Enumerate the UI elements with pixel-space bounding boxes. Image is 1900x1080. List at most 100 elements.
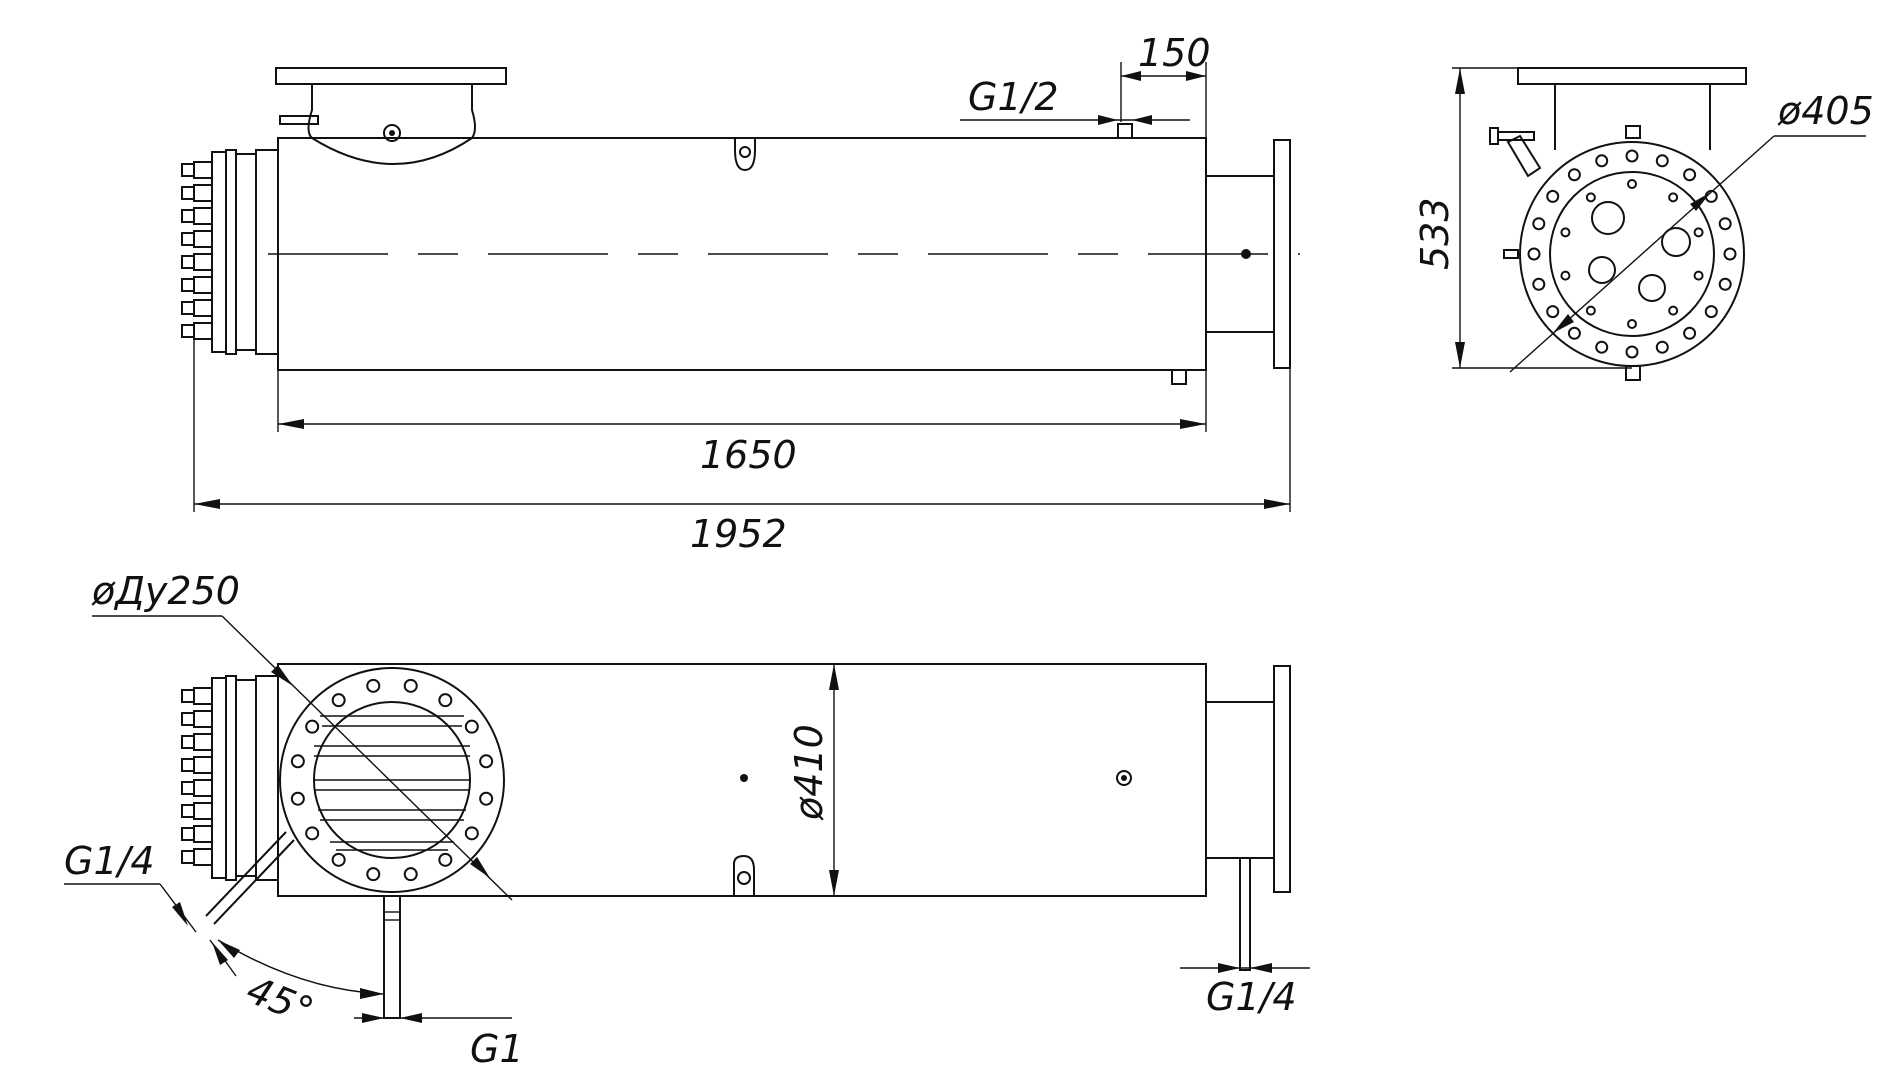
front-inlet-flange xyxy=(275,67,507,85)
lamp-pin xyxy=(181,827,195,841)
lamp-socket xyxy=(193,230,213,248)
dim-533-label: 533 xyxy=(1413,197,1457,270)
top-inlet-lamps xyxy=(314,715,470,851)
dim-410: ø410 xyxy=(787,664,839,896)
dim-g1-label: G1 xyxy=(470,1027,524,1071)
flange-bolt-hole xyxy=(479,791,494,806)
end-bottom-port xyxy=(1625,365,1641,381)
top-g1-pipe xyxy=(383,895,401,1019)
flange-bolt-hole xyxy=(1704,305,1718,319)
flange-bolt-hole xyxy=(438,852,453,867)
lamp-pin xyxy=(181,781,195,795)
end-view xyxy=(1489,67,1747,381)
dim-g12: G1/2 xyxy=(960,75,1190,125)
end-flange-bolts xyxy=(1527,149,1737,359)
front-view xyxy=(181,67,1300,385)
top-outlet-neck xyxy=(1205,701,1275,859)
lamp-socket xyxy=(193,253,213,271)
end-inlet-flange xyxy=(1517,67,1747,85)
lamp-socket xyxy=(193,299,213,317)
lamp-pin xyxy=(181,232,195,246)
end-inlet-neck xyxy=(1554,84,1711,150)
end-lamp-port-3 xyxy=(1588,256,1616,284)
flange-bolt-hole xyxy=(1683,326,1697,340)
flange-bolt-hole xyxy=(1718,277,1732,291)
dim-g14-right-label: G1/4 xyxy=(1206,975,1297,1019)
front-bottom-port xyxy=(1171,369,1187,385)
flange-bolt-hole xyxy=(1718,217,1732,231)
dim-150-label: 150 xyxy=(1138,31,1211,75)
top-lamp-connectors xyxy=(211,675,279,881)
flange-bolt-hole xyxy=(403,678,418,693)
lamp-pin xyxy=(181,209,195,223)
dim-45: 45° xyxy=(217,939,385,1034)
flange-bolt-hole xyxy=(479,754,494,769)
end-lamp-port-2 xyxy=(1661,227,1691,257)
dim-410-label: ø410 xyxy=(787,724,831,821)
lamp-socket xyxy=(193,276,213,294)
lamp-pin xyxy=(181,255,195,269)
lamp-socket xyxy=(193,825,213,843)
dim-g14-left: G1/4 xyxy=(64,839,237,977)
front-lamp-connectors xyxy=(211,149,279,355)
dim-405-label: ø405 xyxy=(1777,89,1874,133)
lamp-socket xyxy=(193,733,213,751)
flange-bolt-hole xyxy=(1532,277,1546,291)
top-lamp-pins xyxy=(181,687,213,866)
lamp-socket xyxy=(193,848,213,866)
flange-bolt-hole xyxy=(1595,154,1609,168)
flange-bolt-hole xyxy=(464,826,479,841)
flange-bolt-hole xyxy=(1655,154,1669,168)
flange-bolt-hole xyxy=(1585,305,1596,316)
end-lamp-port-4 xyxy=(1638,274,1666,302)
flange-bolt-hole xyxy=(1625,345,1639,359)
dim-1650-label: 1650 xyxy=(700,433,797,477)
dim-du250: øДу250 xyxy=(91,569,513,901)
dim-1952: 1952 xyxy=(193,340,1291,556)
flange-bolt-hole xyxy=(1668,305,1679,316)
lamp-socket xyxy=(193,207,213,225)
dim-g12-label: G1/2 xyxy=(968,75,1059,119)
top-outlet-flange xyxy=(1273,665,1291,893)
dim-150: 150 xyxy=(1120,31,1211,176)
front-lug xyxy=(734,137,756,172)
dim-1650: 1650 xyxy=(277,370,1207,477)
flange-bolt-hole xyxy=(1723,247,1737,261)
dim-1952-label: 1952 xyxy=(690,512,787,556)
flange-bolt-hole xyxy=(438,693,453,708)
top-drain-left xyxy=(205,831,295,925)
lamp-pin xyxy=(181,324,195,338)
dim-533: 533 xyxy=(1413,67,1632,369)
lamp-pin xyxy=(181,689,195,703)
flange-bolt-hole xyxy=(1560,270,1571,281)
flange-bolt-hole xyxy=(1527,247,1541,261)
flange-bolt-hole xyxy=(1595,340,1609,354)
lamp-pin xyxy=(181,186,195,200)
flange-bolt-hole xyxy=(1627,179,1637,189)
front-outlet-flange xyxy=(1273,139,1291,369)
end-sensor xyxy=(1506,134,1542,178)
flange-bolt-hole xyxy=(1560,227,1571,238)
flange-bolt-hole xyxy=(403,867,418,882)
flange-bolt-hole xyxy=(290,791,305,806)
lamp-pin xyxy=(181,850,195,864)
dim-g14-right: G1/4 xyxy=(1180,963,1310,1019)
top-inlet-bolts xyxy=(290,678,494,882)
dim-405: ø405 xyxy=(1509,89,1874,373)
lamp-pin xyxy=(181,163,195,177)
lamp-socket xyxy=(193,756,213,774)
lamp-pin xyxy=(181,758,195,772)
dim-du250-label: øДу250 xyxy=(91,569,240,613)
lamp-socket xyxy=(193,184,213,202)
end-lamp-port-1 xyxy=(1591,201,1625,235)
lamp-pin xyxy=(181,735,195,749)
flange-bolt-hole xyxy=(1693,227,1704,238)
front-side-pin xyxy=(279,115,319,125)
lamp-pin xyxy=(181,278,195,292)
flange-bolt-hole xyxy=(331,852,346,867)
top-lug xyxy=(733,854,755,897)
flange-bolt-hole xyxy=(1625,149,1639,163)
flange-bolt-hole xyxy=(1546,305,1560,319)
